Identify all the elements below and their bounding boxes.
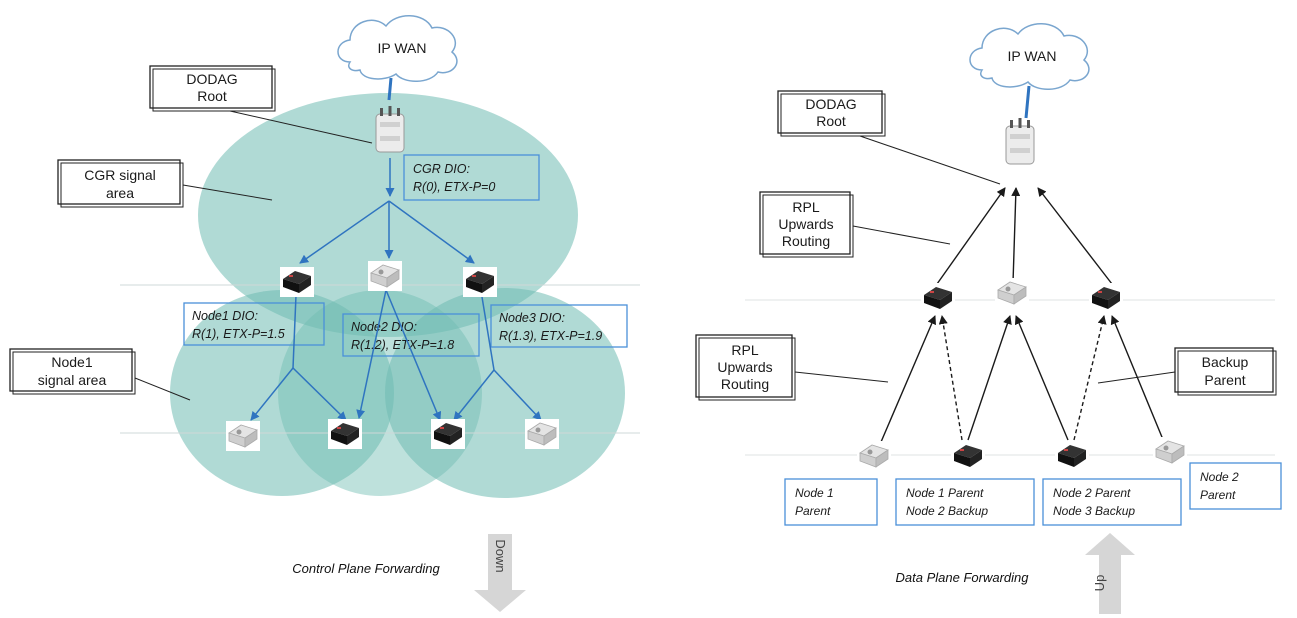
dodag-root-callout: DODAG Root: [777, 90, 1001, 185]
svg-text:R(1.2), ETX-P=1.8: R(1.2), ETX-P=1.8: [351, 338, 454, 352]
leaf-node-icon: [1055, 441, 1089, 471]
node3-dio-box: Node3 DIO: R(1.3), ETX-P=1.9: [490, 304, 628, 348]
rpl-routing-callout: RPL Upwards Routing: [695, 334, 889, 401]
svg-text:Node 3 Backup: Node 3 Backup: [1053, 504, 1135, 518]
cloud-label: IP WAN: [377, 40, 426, 56]
parent-box-4: Node 2 Parent: [1189, 462, 1282, 510]
left-panel: IP WAN DODAG Root CGR signal area Node1 …: [9, 15, 640, 612]
svg-text:R(1), ETX-P=1.5: R(1), ETX-P=1.5: [192, 327, 285, 341]
parent-box-2: Node 1 Parent Node 2 Backup: [895, 478, 1035, 526]
svg-text:Node 2 Backup: Node 2 Backup: [906, 504, 988, 518]
svg-text:Node1: Node1: [51, 354, 92, 370]
svg-text:Node 1: Node 1: [795, 486, 834, 500]
svg-text:R(0), ETX-P=0: R(0), ETX-P=0: [413, 180, 495, 194]
leaf-node-icon: [225, 420, 261, 452]
svg-text:signal area: signal area: [38, 372, 107, 388]
svg-text:Up: Up: [1092, 575, 1107, 592]
rpl-routing-callout: RPL Upwards Routing: [759, 191, 951, 258]
ip-wan-cloud: IP WAN: [337, 15, 458, 82]
leaf-node-icon: [856, 440, 892, 472]
up-arrow-icon: Up: [1085, 533, 1135, 614]
parent-box-3: Node 2 Parent Node 3 Backup: [1042, 478, 1182, 526]
node1-dio-box: Node1 DIO: R(1), ETX-P=1.5: [183, 302, 325, 346]
svg-text:Upwards: Upwards: [778, 216, 833, 232]
svg-text:Parent: Parent: [1204, 372, 1245, 388]
leaf-node-icon: [951, 441, 985, 471]
node2-icon: [367, 260, 403, 292]
svg-text:Node 2: Node 2: [1200, 470, 1239, 484]
control-plane-caption: Control Plane Forwarding: [292, 561, 440, 576]
node3-icon: [463, 267, 497, 297]
wan-link: [1024, 85, 1031, 119]
backup-parent-callout: Backup Parent: [1097, 347, 1277, 396]
cgr-signal-callout: CGR signal area: [57, 159, 273, 208]
node2-icon: [994, 277, 1030, 309]
svg-text:Root: Root: [197, 88, 227, 104]
data-plane-caption: Data Plane Forwarding: [896, 570, 1030, 585]
svg-text:CGR DIO:: CGR DIO:: [413, 162, 470, 176]
svg-text:Node2 DIO:: Node2 DIO:: [351, 320, 417, 334]
node3-icon: [1089, 283, 1123, 313]
svg-text:Node 2 Parent: Node 2 Parent: [1053, 486, 1131, 500]
node1-signal-callout: Node1 signal area: [9, 348, 191, 401]
svg-text:DODAG: DODAG: [186, 71, 237, 87]
svg-text:DODAG: DODAG: [805, 96, 856, 112]
svg-text:Parent: Parent: [1200, 488, 1236, 502]
dodag-root-router-icon: [375, 105, 405, 153]
right-panel: IP WAN DODAG Root RPL Upwards Routing RP…: [695, 23, 1282, 614]
node1-icon: [921, 283, 955, 313]
svg-text:RPL: RPL: [792, 199, 819, 215]
leaf-node-icon: [1152, 436, 1188, 468]
dodag-root-callout: DODAG Root: [149, 65, 373, 144]
svg-text:Backup: Backup: [1202, 354, 1249, 370]
leaf-node-icon: [524, 418, 560, 450]
svg-text:Routing: Routing: [782, 233, 830, 249]
ip-wan-cloud: IP WAN: [969, 23, 1090, 90]
svg-text:CGR signal: CGR signal: [84, 167, 156, 183]
svg-text:Down: Down: [493, 539, 508, 572]
parent-box-1: Node 1 Parent: [784, 478, 878, 526]
node1-icon: [280, 267, 314, 297]
svg-text:R(1.3), ETX-P=1.9: R(1.3), ETX-P=1.9: [499, 329, 602, 343]
wan-link: [387, 77, 393, 101]
svg-text:Routing: Routing: [721, 376, 769, 392]
svg-text:Node1 DIO:: Node1 DIO:: [192, 309, 258, 323]
svg-text:Parent: Parent: [795, 504, 831, 518]
svg-text:RPL: RPL: [731, 342, 758, 358]
dio-arrows: [250, 158, 542, 421]
dodag-root-router-icon: [1005, 117, 1035, 165]
cloud-label: IP WAN: [1007, 48, 1056, 64]
cgr-dio-box: CGR DIO: R(0), ETX-P=0: [403, 154, 540, 201]
svg-text:area: area: [106, 185, 134, 201]
svg-text:Root: Root: [816, 113, 846, 129]
svg-text:Node 1 Parent: Node 1 Parent: [906, 486, 984, 500]
down-arrow-icon: Down: [474, 534, 526, 612]
leaf-node-icon: [431, 419, 465, 449]
svg-text:Node3 DIO:: Node3 DIO:: [499, 311, 565, 325]
svg-text:Upwards: Upwards: [717, 359, 772, 375]
upward-routing-arrows: [880, 187, 1165, 443]
leaf-node-icon: [328, 419, 362, 449]
